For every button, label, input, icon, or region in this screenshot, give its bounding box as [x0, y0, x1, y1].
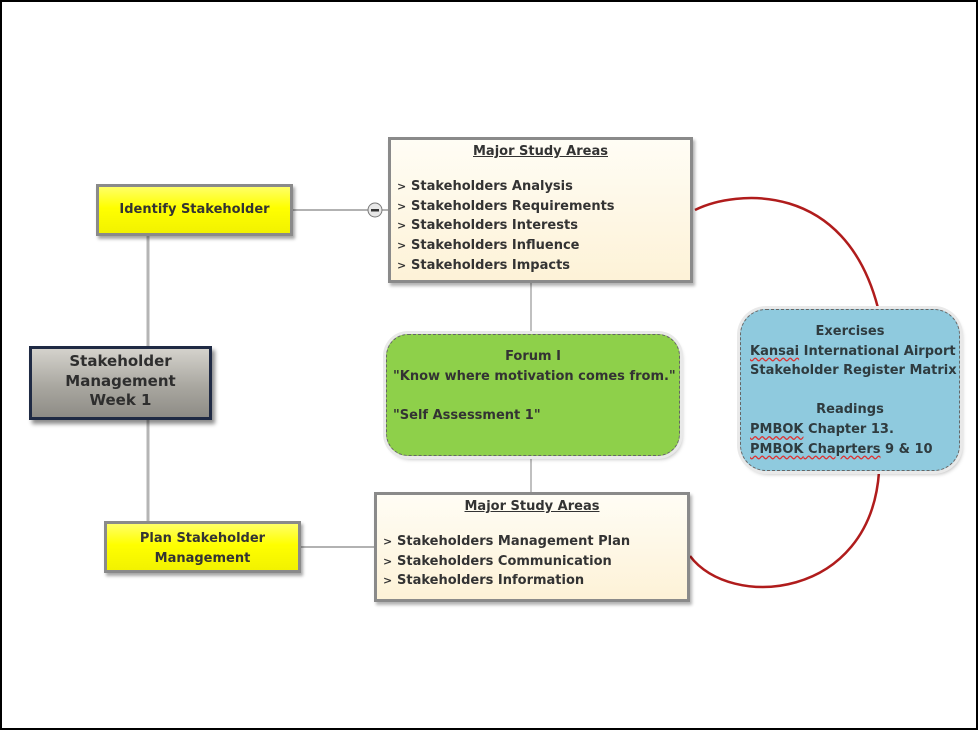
- exercises-title: Exercises: [815, 324, 885, 339]
- list-item: > Stakeholders Impacts: [397, 256, 690, 276]
- exercise-line-1-b: International Airport: [799, 343, 956, 359]
- plan-stakeholder-line-2: Management: [154, 551, 251, 566]
- bullet-icon: >: [383, 574, 393, 588]
- plan-stakeholder-line-1: Plan Stakeholder: [139, 531, 266, 546]
- list-item-label: Stakeholders Analysis: [411, 179, 573, 194]
- reading-line-2: PMBOK Chaprters 9 & 10: [750, 440, 959, 460]
- study-areas-top-list: > Stakeholders Analysis > Stakeholders Req…: [391, 177, 690, 276]
- forum-spacer: [393, 386, 679, 406]
- reading-line-1: PMBOK Chapter 13.: [750, 420, 959, 440]
- list-item: > Stakeholders Analysis: [397, 177, 690, 197]
- forum-node[interactable]: Forum I "Know where motivation comes fro…: [386, 334, 680, 456]
- center-topic[interactable]: Stakeholder Management Week 1: [29, 346, 212, 420]
- forum-quote-2: "Self Assessment 1": [393, 407, 541, 423]
- identify-stakeholder-label: Identify Stakeholder: [119, 202, 270, 217]
- list-item: > Stakeholders Information: [383, 571, 687, 591]
- study-areas-top-title: Major Study Areas: [473, 144, 608, 159]
- exercise-line-1-a: Kansai: [750, 343, 800, 359]
- study-areas-bottom-list: > Stakeholders Management Plan > Stakehold…: [377, 532, 687, 591]
- identify-stakeholder-node[interactable]: Identify Stakeholder: [96, 184, 293, 236]
- relationship-arc-top: [694, 196, 880, 309]
- list-item-label: Stakeholders Communication: [397, 553, 612, 569]
- bullet-icon: >: [383, 535, 393, 548]
- center-topic-line-2: Management: [65, 371, 176, 390]
- exercise-line-2: Stakeholder Register Matrix: [750, 363, 957, 379]
- center-topic-line-1: Stakeholder: [69, 352, 172, 370]
- list-item-label: Stakeholders Information: [397, 573, 585, 589]
- bullet-icon: >: [397, 239, 407, 253]
- list-item: > Stakeholders Requirements: [397, 197, 690, 217]
- list-item-label: Stakeholders Interests: [411, 218, 578, 234]
- relationship-arc-bottom: [688, 471, 881, 589]
- study-areas-bottom[interactable]: Major Study Areas > Stakeholders Manageme…: [374, 492, 690, 602]
- plan-stakeholder-node[interactable]: Plan Stakeholder Management: [104, 521, 301, 573]
- reading-line-2-b: Chaprters: [803, 441, 881, 457]
- reading-line-2-a: PMBOK: [750, 441, 804, 457]
- reading-line-1-a: PMBOK: [750, 421, 804, 437]
- minus-circle-icon[interactable]: [367, 202, 383, 218]
- list-item: > Stakeholders Communication: [383, 552, 687, 572]
- forum-title: Forum I: [505, 349, 561, 364]
- reading-line-1-b: Chapter 13.: [803, 421, 894, 437]
- exercises-node[interactable]: Exercises Kansai International Airport S…: [740, 309, 960, 471]
- exercise-line-1: Kansai International Airport: [750, 342, 959, 362]
- list-item-label: Stakeholders Influence: [411, 238, 580, 254]
- bullet-icon: >: [397, 180, 407, 193]
- list-item: > Stakeholders Management Plan: [383, 532, 687, 552]
- bullet-icon: >: [383, 554, 393, 568]
- exercise-spacer: [750, 381, 959, 401]
- center-topic-line-3: Week 1: [89, 391, 152, 410]
- list-item-label: Stakeholders Requirements: [411, 198, 615, 214]
- study-areas-bottom-title: Major Study Areas: [464, 499, 600, 514]
- list-item-label: Stakeholders Impacts: [411, 257, 571, 273]
- list-item: > Stakeholders Interests: [397, 216, 690, 236]
- study-areas-top[interactable]: Major Study Areas > Stakeholders Analysis…: [388, 137, 693, 283]
- bullet-icon: >: [397, 258, 407, 272]
- forum-quote-1: "Know where motivation comes from.": [393, 368, 676, 384]
- bullet-icon: >: [397, 219, 407, 233]
- reading-line-2-c: 9 & 10: [880, 441, 933, 457]
- list-item-label: Stakeholders Management Plan: [397, 534, 631, 549]
- readings-title: Readings: [816, 402, 884, 418]
- list-item: > Stakeholders Influence: [397, 236, 690, 256]
- bullet-icon: >: [397, 199, 407, 213]
